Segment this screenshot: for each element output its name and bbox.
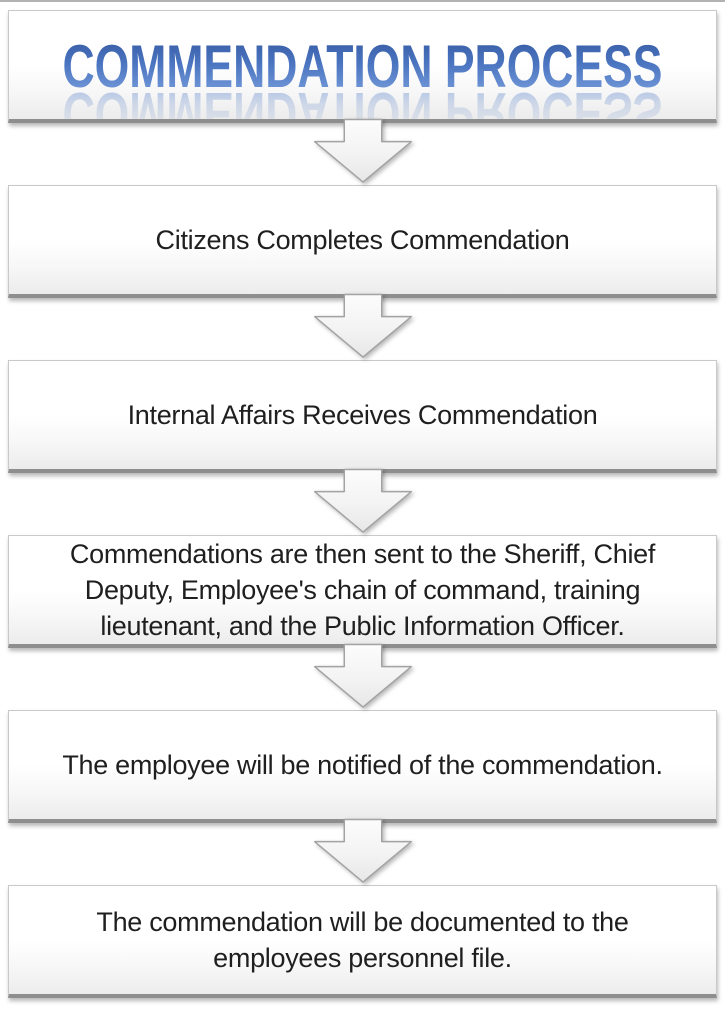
step-text: Citizens Completes Commendation <box>128 222 598 258</box>
page-top-border <box>0 0 725 2</box>
step-box-3: Commendations are then sent to the Sheri… <box>8 535 717 648</box>
step-text: Internal Affairs Receives Commendation <box>100 397 626 433</box>
flow-connector-3 <box>0 468 725 535</box>
step-box-2: Internal Affairs Receives Commendation <box>8 360 717 473</box>
down-arrow-icon <box>313 818 412 883</box>
down-arrow-icon <box>313 293 412 358</box>
step-box-1: Citizens Completes Commendation <box>8 185 717 298</box>
flow-connector-5 <box>0 818 725 885</box>
step-box-5: The commendation will be documented to t… <box>8 885 717 998</box>
step-box-4: The employee will be notified of the com… <box>8 710 717 823</box>
step-text-line: employees personnel file. <box>213 943 512 973</box>
step-text-line: Deputy, Employee's chain of command, tra… <box>84 575 641 605</box>
step-text-line: The employee will be notified of the com… <box>62 750 663 780</box>
title-wordart: COMMENDATION PROCESS COMMENDATION PROCES… <box>63 33 663 119</box>
flow-connector-1 <box>0 118 725 185</box>
page-title-reflection: COMMENDATION PROCESS <box>63 80 663 119</box>
page-title: COMMENDATION PROCESS <box>63 33 663 100</box>
step-text: Commendations are then sent to the Sheri… <box>42 536 683 644</box>
step-text-line: Commendations are then sent to the Sheri… <box>69 539 656 569</box>
step-text: The employee will be notified of the com… <box>34 747 690 783</box>
flow-connector-4 <box>0 643 725 710</box>
title-box: COMMENDATION PROCESS COMMENDATION PROCES… <box>8 10 717 123</box>
down-arrow-icon <box>313 118 412 183</box>
step-text: The commendation will be documented to t… <box>68 904 656 976</box>
step-text-line: lieutenant, and the Public Information O… <box>100 611 625 641</box>
step-text-line: The commendation will be documented to t… <box>96 907 629 937</box>
down-arrow-icon <box>313 468 412 533</box>
step-text-line: Citizens Completes Commendation <box>155 225 570 255</box>
flow-connector-2 <box>0 293 725 360</box>
step-text-line: Internal Affairs Receives Commendation <box>127 400 598 430</box>
down-arrow-icon <box>313 643 412 708</box>
